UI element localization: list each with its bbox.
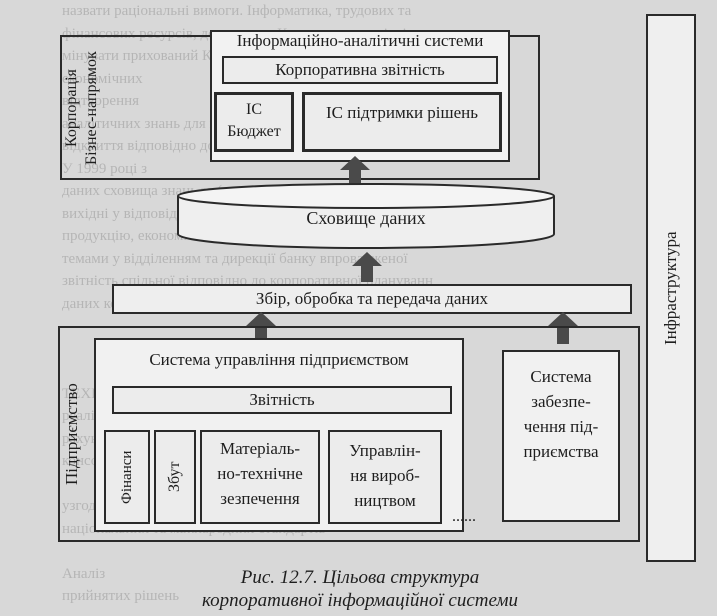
background-text-line: темами у відділенням та дирекції банку в… [62,250,408,267]
support-system-label: Система забезпе- чення під- приємства [523,367,599,461]
data-warehouse-cylinder [177,183,555,249]
corporate-reporting-box: Корпоративна звітність [222,56,498,84]
infrastructure-label: Інфраструктура [661,231,680,345]
arrow-up-icon [340,156,370,186]
background-text-line: назвати раціональні вимоги. Інформатика,… [62,3,412,19]
background-text-line: прийнятих рішень [62,588,180,604]
infrastructure-bar: Інфраструктура [646,14,696,562]
data-warehouse-label: Сховище даних [306,208,426,228]
figure-caption-line1: Рис. 12.7. Цільова структура [240,567,480,588]
finance-box: Фінанси [104,430,150,524]
dss-label: ІС підтримки рішень [325,103,479,122]
figure-caption: Рис. 12.7. Цільова структура корпоративн… [150,566,570,612]
dss-box: ІС підтримки рішень [302,92,502,152]
corporation-label: Корпорація Бізнес-напрямок [63,51,100,165]
data-collection-bar: Збір, обробка та передача даних [112,284,632,314]
data-collection-label: Збір, обробка та передача даних [255,289,489,308]
arrow-up-icon [548,312,578,344]
background-text-line: У 1999 році з [62,160,147,177]
background-text-line: економічних [62,70,143,87]
reporting-label: Звітність [249,390,315,409]
background-text-line: відтворення [62,93,140,109]
arrow-up-icon [352,252,382,282]
enterprise-block [58,326,640,542]
figure-caption-line2: корпоративної інформаційної системи [201,590,519,611]
is-budget-box: ІС Бюджет [214,92,294,152]
corporate-reporting-label: Корпоративна звітність [275,60,445,79]
enterprise-label: Підприємство [62,383,81,485]
more-subsystems-ellipsis: ...... [452,508,476,525]
production-management-box: Управлін- ня вироб- ництвом [328,430,442,524]
material-supply-label: Матеріаль- но-технічне зезпечення [217,439,303,508]
finance-label: Фінанси [119,450,135,504]
sales-label: Збут [166,461,183,493]
arrow-up-icon [246,312,276,344]
support-system-box: Система забезпе- чення під- приємства [502,350,620,522]
background-text-line: Аналіз [62,565,106,582]
sales-box: Збут [154,430,196,524]
background-text-line [62,540,717,563]
is-budget-label: ІС Бюджет [227,101,281,140]
is-analytics-title: Інформаційно-аналітичні системи [236,31,484,50]
management-system-title: Система управління підприємством [149,350,409,369]
production-management-label: Управлін- ня вироб- ництвом [349,441,421,510]
material-supply-box: Матеріаль- но-технічне зезпечення [200,430,320,524]
reporting-box: Звітність [112,386,452,414]
